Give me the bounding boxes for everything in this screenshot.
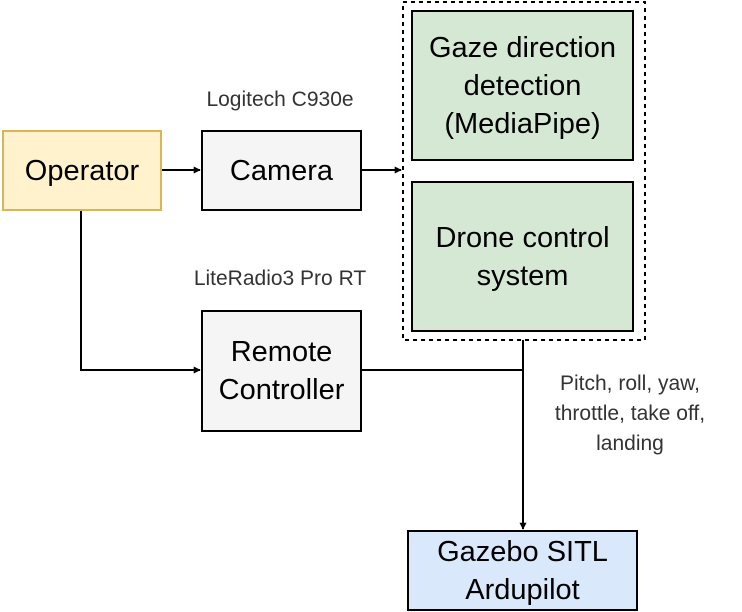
camera-model-label: Logitech C930e [206, 88, 354, 111]
gazebo-sitl-node: Gazebo SITL Ardupilot [407, 530, 638, 611]
camera-node: Camera [201, 130, 362, 211]
processing-group-boundary [402, 1, 646, 341]
operator-node: Operator [2, 130, 162, 211]
control-commands-label: Pitch, roll, yaw, throttle, take off, la… [554, 372, 706, 455]
gaze-detection-node: Gaze direction detection (MediaPipe) [411, 10, 634, 161]
remote-controller-model-label: LiteRadio3 Pro RT [193, 267, 367, 290]
arrow-operator-to-remote-controller [80, 210, 201, 374]
remote-controller-node: Remote Controller [201, 310, 362, 432]
drone-control-node: Drone control system [411, 181, 634, 332]
